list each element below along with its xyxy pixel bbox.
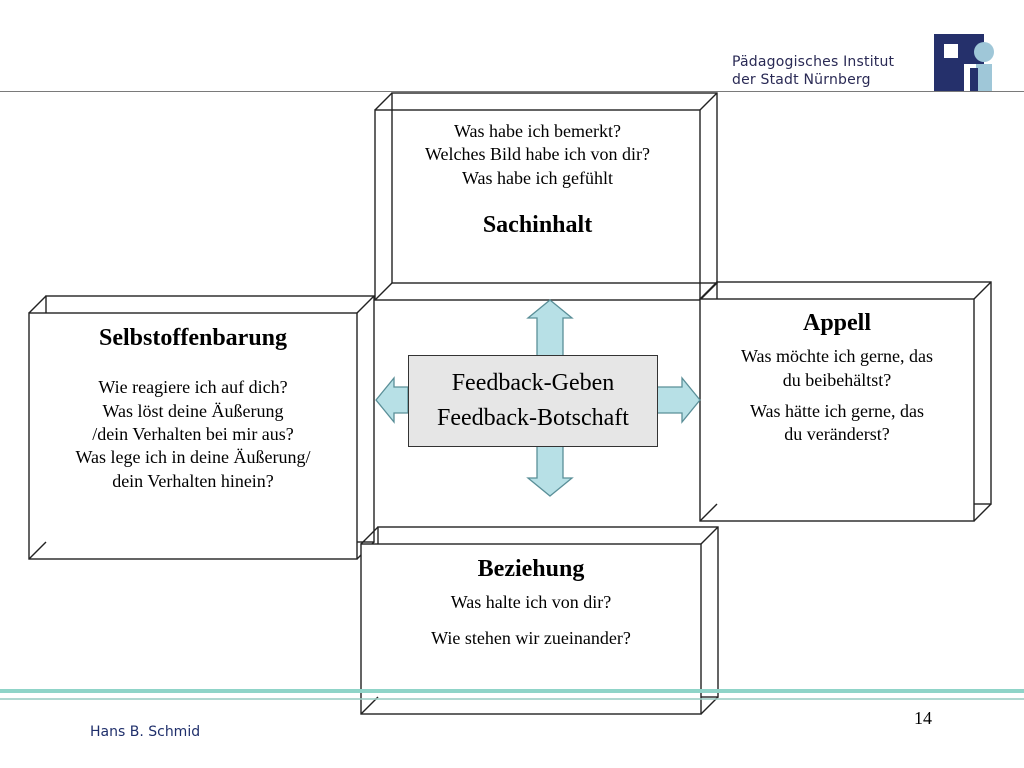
selbstoffenbarung-box-frame [28, 295, 375, 560]
beziehung-box-frame [360, 526, 719, 715]
arrow-up-icon [526, 299, 574, 357]
arrow-left-icon [375, 376, 409, 424]
selbstoffenbarung-question-2: Was löst deine Äußerung [102, 400, 284, 421]
beziehung-text: Beziehung Was halte ich von dir? Wie ste… [361, 554, 701, 650]
sachinhalt-box-frame [374, 92, 718, 301]
sachinhalt-text: Was habe ich bemerkt? Welches Bild habe … [375, 120, 700, 241]
beziehung-question-2: Wie stehen wir zueinander? [431, 627, 631, 648]
center-feedback-box: Feedback-Geben Feedback-Botschaft [408, 355, 658, 447]
appell-box-frame [699, 281, 992, 522]
selbstoffenbarung-question-3: /dein Verhalten bei mir aus? [92, 423, 294, 444]
selbstoffenbarung-text: Selbstoffenbarung Wie reagiere ich auf d… [29, 323, 357, 493]
sachinhalt-title: Sachinhalt [482, 212, 593, 239]
page-number: 14 [914, 708, 932, 728]
arrow-right-icon [655, 376, 701, 424]
selbstoffenbarung-question-1: Wie reagiere ich auf dich? [98, 377, 288, 398]
selbstoffenbarung-question-4: Was lege ich in deine Äußerung/ [75, 447, 311, 468]
beziehung-question-1: Was halte ich von dir? [450, 592, 612, 613]
footer-accent-bar [0, 689, 1024, 693]
beziehung-title: Beziehung [477, 556, 585, 582]
header-divider [0, 91, 1024, 92]
institute-logo-icon [934, 34, 998, 92]
selbstoffenbarung-title: Selbstoffenbarung [98, 325, 288, 351]
footer-accent-line [0, 698, 1024, 700]
sachinhalt-question-2: Welches Bild habe ich von dir? [425, 144, 650, 165]
appell-text: Appell Was möchte ich gerne, das du beib… [700, 308, 974, 447]
appell-question-1: Was möchte ich gerne, das [741, 346, 933, 367]
appell-title: Appell [802, 310, 871, 336]
appell-question-2: du beibehältst? [782, 369, 892, 390]
appell-question-4: du veränderst? [784, 424, 890, 445]
selbstoffenbarung-question-5: dein Verhalten hinein? [112, 470, 274, 491]
sachinhalt-question-3: Was habe ich gefühlt [462, 167, 613, 188]
institute-name-line2: der Stadt Nürnberg [732, 72, 871, 88]
center-line-2: Feedback-Botschaft [437, 405, 629, 431]
center-line-1: Feedback-Geben [451, 370, 615, 397]
arrow-down-icon [526, 443, 574, 497]
author-name: Hans B. Schmid [90, 724, 201, 740]
institute-name-line1: Pädagogisches Institut [732, 54, 895, 70]
sachinhalt-question-1: Was habe ich bemerkt? [454, 121, 621, 141]
appell-question-3: Was hätte ich gerne, das [750, 400, 924, 421]
